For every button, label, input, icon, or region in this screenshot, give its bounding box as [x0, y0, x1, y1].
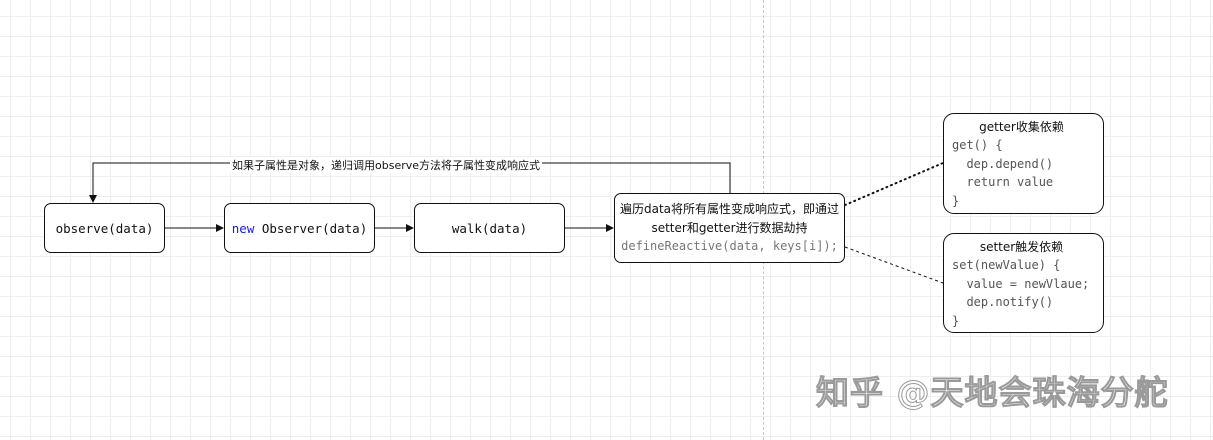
getter-code-line: dep.depend() [952, 156, 1054, 171]
edge-to-getter-dotted [844, 162, 944, 206]
setter-code-line: dep.notify() [952, 295, 1054, 310]
observe-node-label: observe(data) [55, 220, 154, 236]
traverse-line-1: 遍历data将所有属性变成响应式，即通过 [619, 202, 840, 217]
traverse-line-2: setter和getter进行数据劫持 [651, 220, 808, 235]
setter-card[interactable]: setter触发依赖 set(newValue) { value = newVl… [943, 233, 1104, 333]
observer-constructor-label: Observer(data) [254, 220, 368, 236]
getter-code-line: return value [952, 175, 1054, 190]
setter-title: setter触发依赖 [979, 240, 1064, 254]
define-reactive-node[interactable]: 遍历data将所有属性变成响应式，即通过 setter和getter进行数据劫持… [614, 193, 845, 263]
edge-to-setter-dashed [844, 246, 944, 284]
watermark: 知乎 @天地会珠海分舵 [816, 373, 1169, 413]
recursion-label: 如果子属性是对象，递归调用observe方法将子属性变成响应式 [230, 157, 543, 173]
setter-code-line: } [952, 313, 960, 328]
new-keyword: new [231, 220, 255, 236]
define-reactive-call: defineReactive(data, keys[i]); [621, 239, 838, 254]
getter-code-line: get() { [952, 138, 1003, 153]
getter-title: getter收集依赖 [979, 120, 1064, 134]
getter-code-line: } [952, 193, 960, 208]
new-observer-node[interactable]: new Observer(data) [224, 203, 375, 253]
setter-code-line: set(newValue) { [952, 258, 1061, 273]
observe-node[interactable]: observe(data) [44, 203, 165, 253]
walk-node[interactable]: walk(data) [414, 203, 565, 253]
walk-node-label: walk(data) [451, 220, 528, 236]
setter-code-line: value = newVlaue; [952, 276, 1090, 291]
getter-card[interactable]: getter收集依赖 get() { dep.depend() return v… [943, 113, 1104, 214]
